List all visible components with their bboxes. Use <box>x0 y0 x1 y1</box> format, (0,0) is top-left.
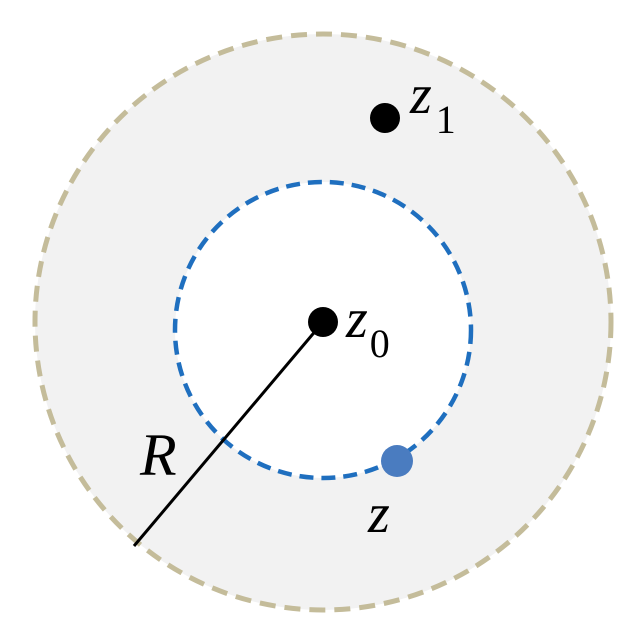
label-z: z <box>367 483 390 545</box>
label-z0: z0 <box>345 288 390 366</box>
point-z <box>381 445 413 477</box>
point-z1 <box>370 103 400 133</box>
radius-line <box>132 321 325 547</box>
point-z0 <box>308 307 338 337</box>
label-r: R <box>139 422 177 488</box>
